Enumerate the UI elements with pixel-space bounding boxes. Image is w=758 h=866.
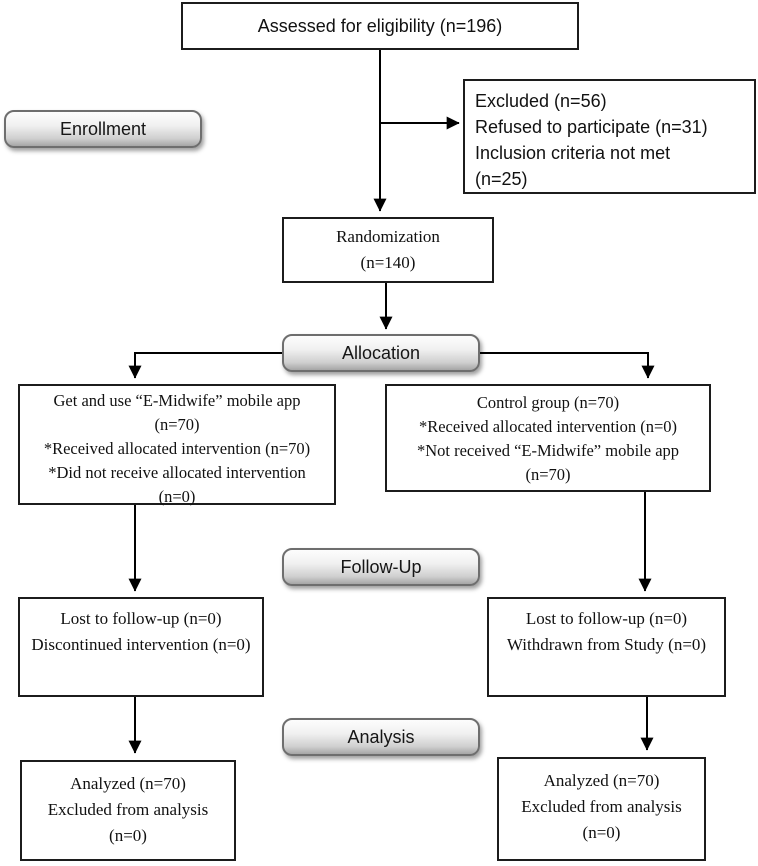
box-followup-intervention: Lost to follow-up (n=0) Discontinued int… bbox=[18, 597, 264, 697]
text-line: *Received allocated intervention (n=70) bbox=[43, 439, 311, 458]
text-line: *Did not receive allocated intervention bbox=[48, 463, 306, 482]
text-line: Control group (n=70) bbox=[476, 393, 620, 412]
stage-label-text: Allocation bbox=[341, 342, 421, 363]
text-line: (n=140) bbox=[360, 253, 416, 272]
text-line: (n=25) bbox=[475, 169, 528, 189]
box-assessed-eligibility: Assessed for eligibility (n=196) bbox=[181, 2, 579, 50]
text-line: Excluded from analysis bbox=[47, 800, 209, 819]
arrow-allocation-to-intervention bbox=[128, 352, 282, 379]
text-line: Refused to participate (n=31) bbox=[475, 117, 708, 137]
stage-label-followup: Follow-Up bbox=[282, 548, 480, 586]
box-analysis-control: Analyzed (n=70) Excluded from analysis (… bbox=[497, 757, 706, 861]
text-line: *Received allocated intervention (n=0) bbox=[418, 417, 678, 436]
stage-label-enrollment: Enrollment bbox=[4, 110, 202, 148]
stage-label-allocation: Allocation bbox=[282, 334, 480, 372]
box-control-group: Control group (n=70) *Received allocated… bbox=[385, 384, 711, 492]
arrow-allocation-to-control bbox=[480, 352, 655, 379]
text-line: Lost to follow-up (n=0) bbox=[60, 609, 222, 628]
text-line: (n=70) bbox=[154, 415, 200, 434]
box-followup-control: Lost to follow-up (n=0) Withdrawn from S… bbox=[487, 597, 726, 697]
text-line: Withdrawn from Study (n=0) bbox=[506, 635, 707, 654]
text-line: Analyzed (n=70) bbox=[70, 774, 186, 793]
text-line: (n=0) bbox=[582, 823, 621, 842]
box-analysis-intervention: Analyzed (n=70) Excluded from analysis (… bbox=[20, 760, 236, 861]
text-line: Randomization bbox=[336, 227, 440, 246]
text-line: Inclusion criteria not met bbox=[475, 143, 671, 163]
stage-label-analysis: Analysis bbox=[282, 718, 480, 756]
text-line: Excluded from analysis bbox=[521, 797, 682, 816]
stage-label-text: Enrollment bbox=[59, 118, 147, 139]
box-intervention-group: Get and use “E-Midwife” mobile app (n=70… bbox=[18, 384, 336, 506]
box-randomization: Randomization (n=140) bbox=[282, 217, 494, 283]
stage-label-text: Analysis bbox=[347, 726, 415, 747]
text-line: (n=0) bbox=[109, 826, 147, 845]
text-line: Lost to follow-up (n=0) bbox=[525, 609, 688, 628]
text-line: Analyzed (n=70) bbox=[543, 771, 660, 790]
text-line: Get and use “E-Midwife” mobile app bbox=[53, 391, 301, 410]
text-line: Assessed for eligibility (n=196) bbox=[257, 15, 503, 36]
text-line: (n=70) bbox=[525, 465, 571, 484]
text-line: (n=0) bbox=[158, 487, 196, 506]
stage-label-text: Follow-Up bbox=[340, 556, 422, 577]
text-line: Excluded (n=56) bbox=[475, 91, 607, 111]
text-line: *Not received “E-Midwife” mobile app bbox=[416, 441, 680, 460]
text-line: Discontinued intervention (n=0) bbox=[31, 635, 251, 654]
box-excluded: Excluded (n=56) Refused to participate (… bbox=[463, 79, 756, 194]
